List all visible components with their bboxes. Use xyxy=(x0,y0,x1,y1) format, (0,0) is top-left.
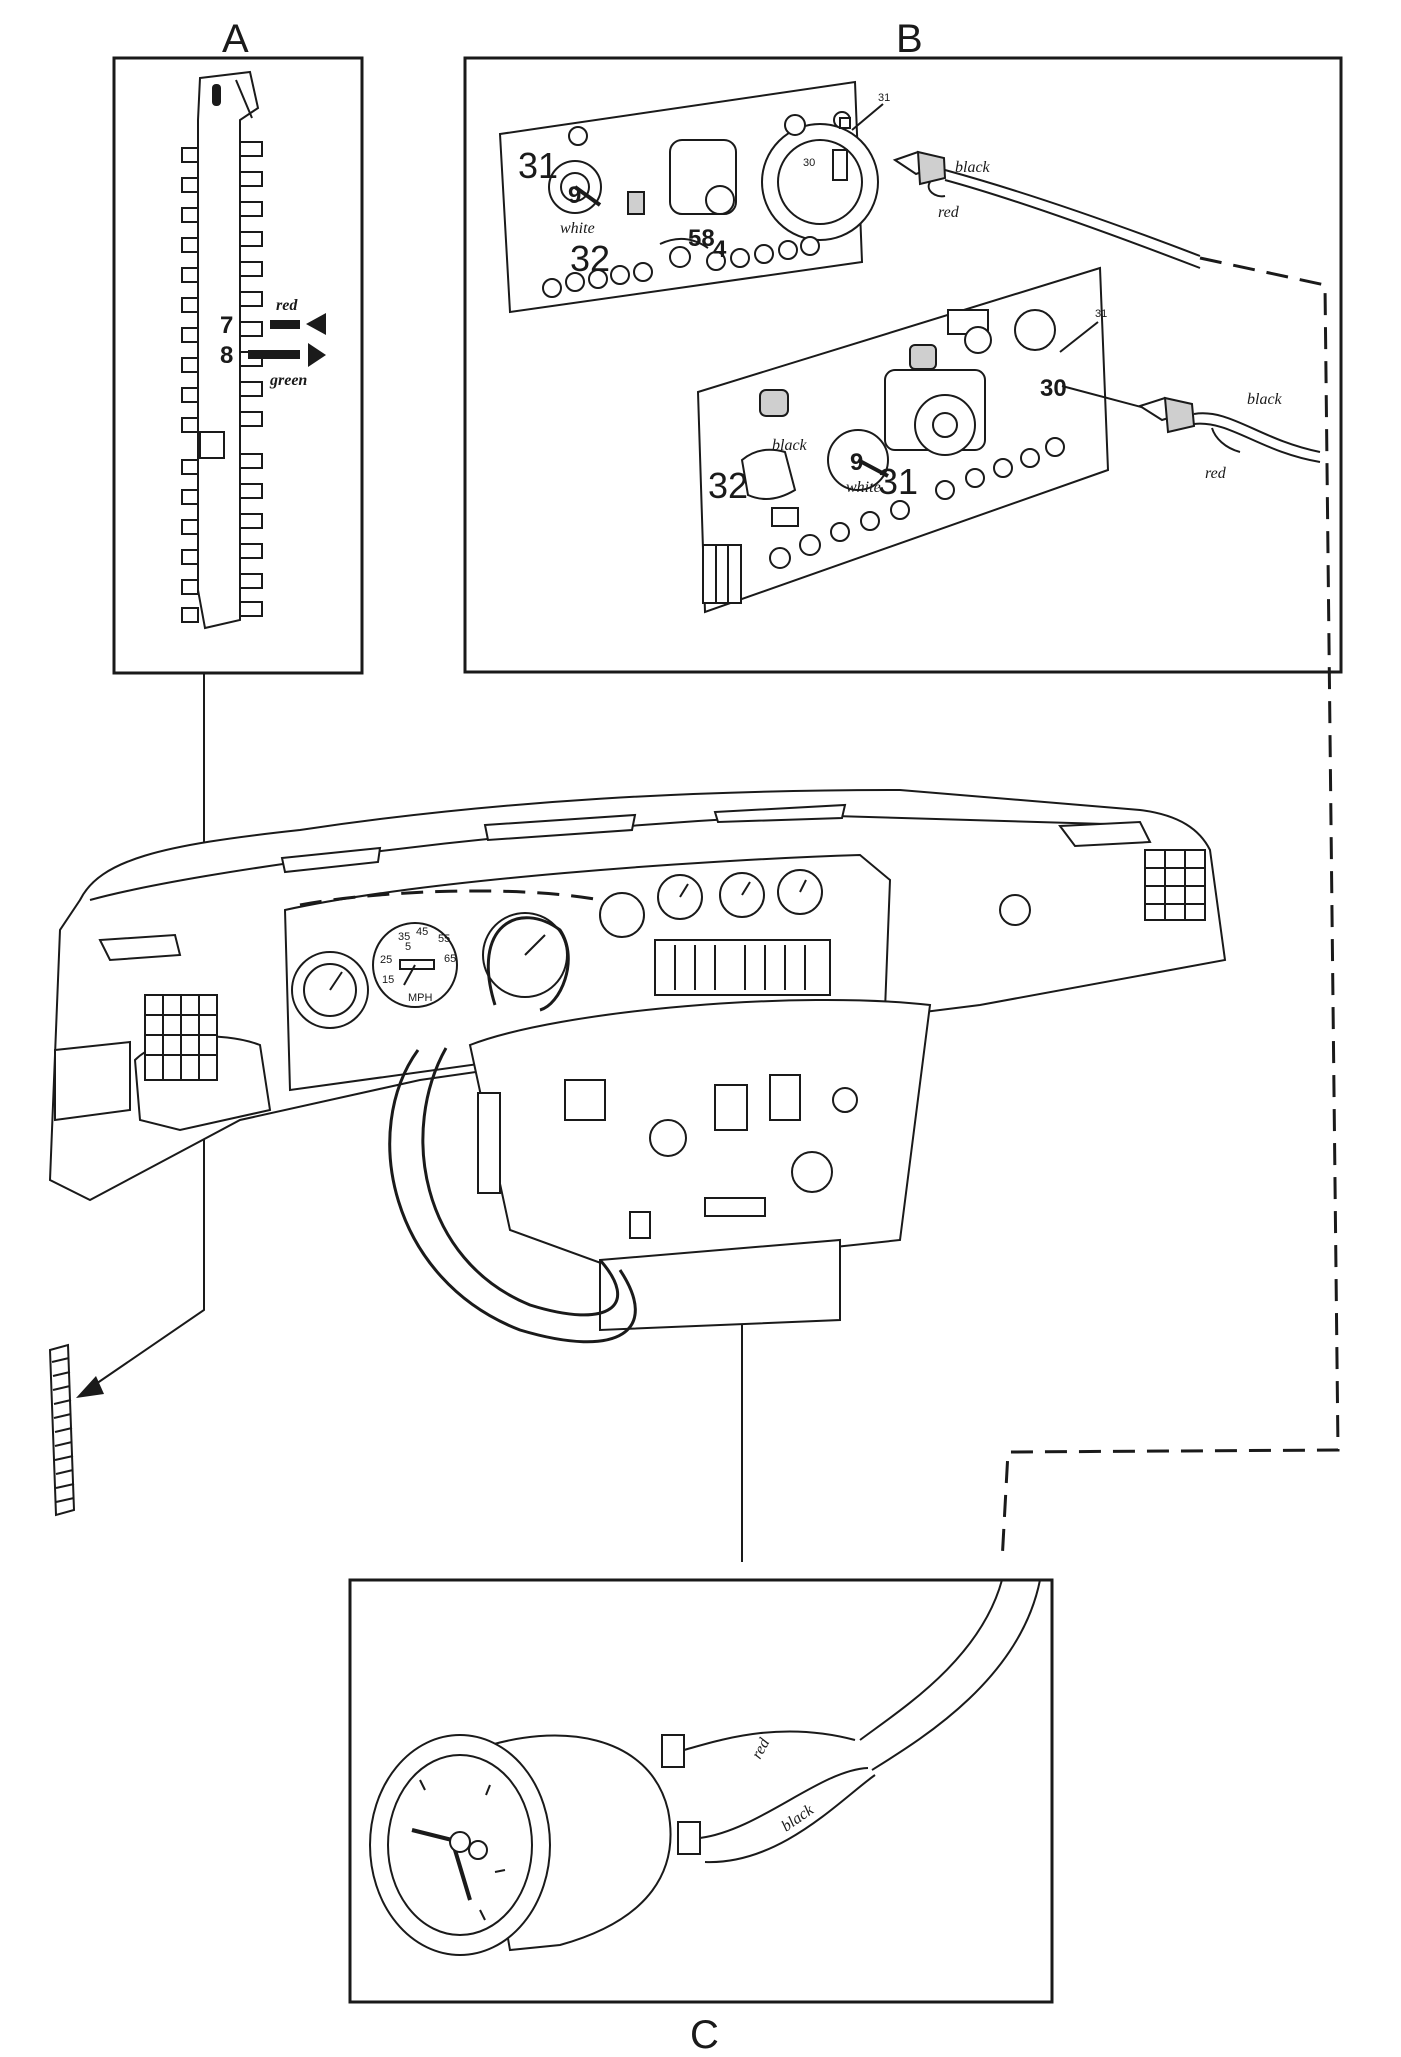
speedometer-dial: 5 15 25 35 45 55 65 MPH xyxy=(380,926,456,1004)
right-vent xyxy=(1144,849,1206,921)
clock-connectors xyxy=(661,1730,876,1864)
left-vent xyxy=(144,994,218,1081)
panel-a: A xyxy=(112,17,364,675)
wire-green-label: green xyxy=(269,372,307,389)
speedo-tick-65: 65 xyxy=(444,953,456,965)
green-wire-stub xyxy=(248,350,300,359)
upper-terminal-31-left: 31 xyxy=(518,145,558,186)
clock-wire-red: red xyxy=(749,1735,774,1762)
upper-wire-white: white xyxy=(560,220,595,237)
speedo-tick-35: 35 xyxy=(398,931,410,943)
upper-terminal-4: 4 xyxy=(713,236,727,263)
speedo-tick-55: 55 xyxy=(438,933,450,945)
speedo-unit: MPH xyxy=(408,992,433,1004)
panel-a-frame xyxy=(112,56,364,675)
lower-wire-black: black xyxy=(1247,391,1283,408)
lower-wire-white: white xyxy=(846,479,881,496)
upper-terminal-32: 32 xyxy=(570,238,610,279)
instrument-panel-upper xyxy=(498,80,879,314)
speedo-tick-5: 5 xyxy=(405,941,411,953)
cable-outer-top xyxy=(859,1579,1003,1741)
lower-wire-black-socket: black xyxy=(772,437,808,454)
fuse-box xyxy=(181,70,263,630)
terminal-7-label: 7 xyxy=(220,312,233,339)
speedo-tick-45: 45 xyxy=(416,926,428,938)
dashboard-dashed-route xyxy=(299,889,601,907)
upper-terminal-30: 30 xyxy=(803,157,815,169)
steering-wheel xyxy=(388,916,637,1344)
upper-panel-plug xyxy=(892,150,1201,269)
red-wire-arrow-in xyxy=(306,313,326,335)
red-wire-stub xyxy=(270,320,300,329)
lower-terminal-31-top: 31 xyxy=(1095,308,1107,320)
panel-c: C red black xyxy=(348,1578,1054,2057)
cable-outer-bottom xyxy=(871,1579,1041,1771)
ground-strap xyxy=(48,1343,76,1517)
green-wire-arrow-out xyxy=(308,343,326,367)
fuse-terminals-left xyxy=(181,147,199,623)
lower-panel-bulb-holders xyxy=(769,437,1065,569)
lower-socket-9: 9 xyxy=(850,449,863,476)
lower-wire-red: red xyxy=(1205,465,1227,482)
panel-a-label: A xyxy=(222,17,249,61)
upper-terminal-31-right: 31 xyxy=(878,92,890,104)
speedo-tick-15: 15 xyxy=(382,974,394,986)
upper-wire-black: black xyxy=(955,159,991,176)
lower-terminal-31-leader xyxy=(1059,321,1099,353)
instrument-panel-lower xyxy=(696,266,1110,614)
upper-socket-9: 9 xyxy=(568,182,581,209)
upper-terminal-58: 58 xyxy=(688,225,715,252)
clock-gauge xyxy=(369,1734,672,1956)
speedo-tick-25: 25 xyxy=(380,954,392,966)
fuse-box-relay-socket xyxy=(199,431,225,459)
lower-panel-plug xyxy=(1061,385,1321,463)
upper-terminal-31-leader xyxy=(851,103,884,131)
instrument-cluster xyxy=(283,853,892,1092)
dashed-cable-route xyxy=(1000,256,1340,1563)
panel-b: B 31 xyxy=(463,17,1343,674)
lower-terminal-31-bottom: 31 xyxy=(878,461,918,502)
panel-b-label: B xyxy=(896,17,923,61)
panel-b-frame xyxy=(463,56,1343,674)
clock-wire-black: black xyxy=(779,1801,818,1835)
dashboard: 5 15 25 35 45 55 65 MPH xyxy=(48,788,1227,1344)
center-console xyxy=(468,894,1031,1332)
feed-line-arrowhead xyxy=(76,1376,104,1398)
fuse-terminals-right xyxy=(239,141,263,617)
panel-c-frame xyxy=(348,1578,1054,2004)
upper-panel-bulb-holders xyxy=(542,236,820,298)
upper-wire-red: red xyxy=(938,204,960,221)
wire-red-label: red xyxy=(276,297,298,314)
panel-c-label: C xyxy=(690,2013,719,2057)
lower-terminal-30: 30 xyxy=(1040,375,1067,402)
lower-terminal-32: 32 xyxy=(708,465,748,506)
terminal-8-label: 8 xyxy=(220,342,233,369)
